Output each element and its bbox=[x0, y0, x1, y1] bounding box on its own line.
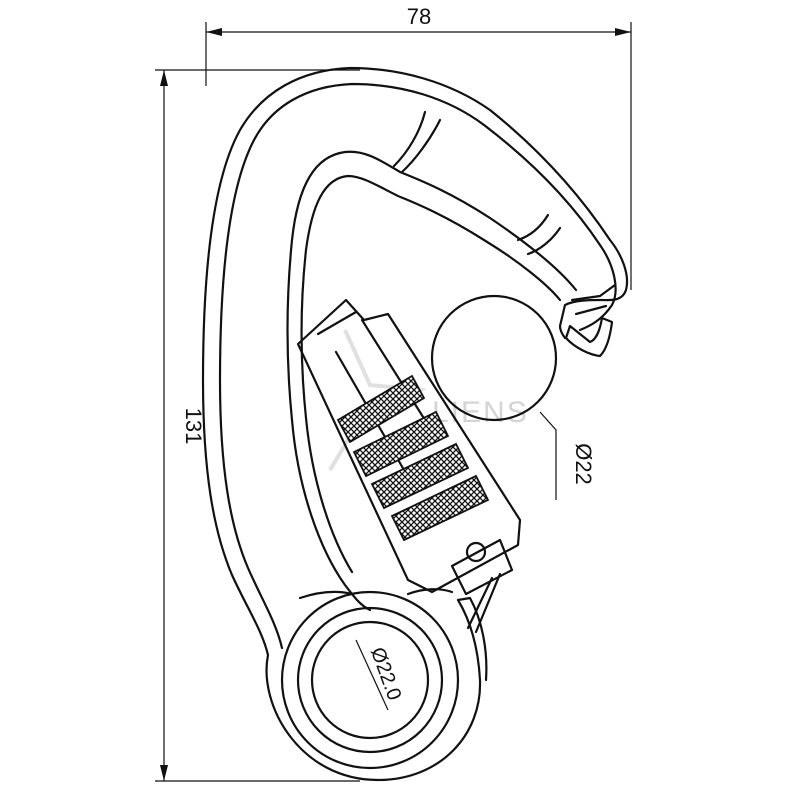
knurl-ring-2 bbox=[352, 410, 450, 478]
carabiner-inner-opening bbox=[286, 150, 578, 612]
watermark-text: LIENS bbox=[432, 396, 529, 429]
height-dimension: 131 bbox=[155, 69, 360, 782]
carabiner-body-bevel bbox=[218, 82, 617, 650]
eye-inner-circle bbox=[310, 620, 430, 740]
eye-to-body-joint bbox=[298, 588, 454, 600]
nose-hook bbox=[564, 316, 614, 358]
spine-segment-2 bbox=[392, 110, 427, 168]
hinge-block bbox=[450, 538, 514, 596]
width-dimension: 78 bbox=[205, 4, 632, 290]
gate-opening-gauge: Ø22 bbox=[430, 294, 596, 500]
carabiner-inner-bevel bbox=[300, 174, 562, 574]
hinge-pin bbox=[465, 541, 487, 563]
gate-spring-wire bbox=[466, 572, 502, 634]
bottom-eye: Ø22.0 bbox=[280, 590, 460, 770]
spine-segment-4 bbox=[526, 226, 562, 256]
carabiner-body-outline bbox=[201, 66, 629, 782]
eye-middle-ring bbox=[296, 606, 444, 754]
width-label: 78 bbox=[407, 4, 431, 29]
eye-outer-ring bbox=[280, 590, 460, 770]
knurl-ring-4 bbox=[390, 474, 490, 542]
height-label: 131 bbox=[181, 408, 206, 445]
gate-sleeve-outline bbox=[296, 298, 522, 594]
gate-hinge bbox=[450, 538, 514, 634]
knurl-ring-3 bbox=[370, 442, 470, 510]
nose-notch bbox=[570, 283, 617, 316]
knurl-ring-1 bbox=[336, 374, 426, 444]
gate-sleeve bbox=[296, 298, 522, 594]
spine-segment-1 bbox=[400, 118, 442, 174]
gate-opening-circle bbox=[430, 294, 558, 422]
gate-opening-label: Ø22 bbox=[571, 443, 596, 485]
spine-segment-3 bbox=[516, 213, 550, 242]
